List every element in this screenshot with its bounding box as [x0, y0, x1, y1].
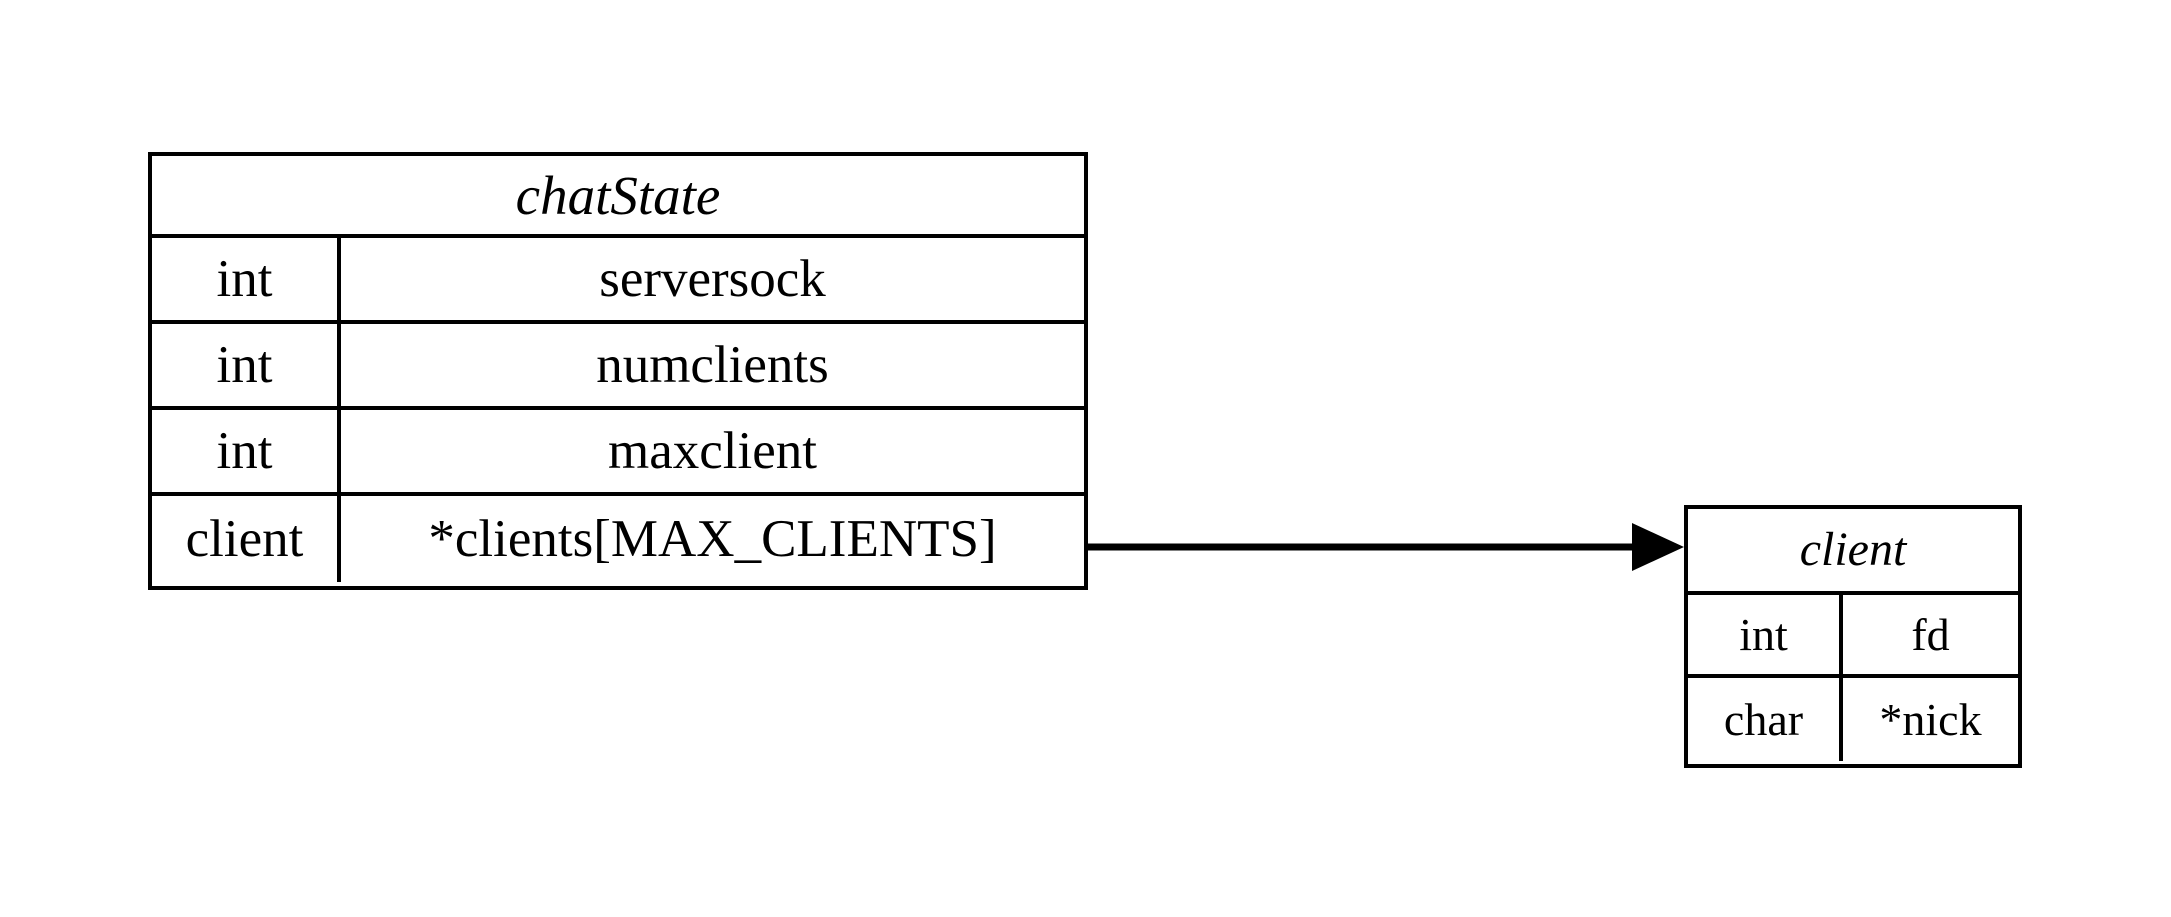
- struct-field-row[interactable]: int numclients: [152, 324, 1084, 410]
- field-name: maxclient: [608, 421, 817, 480]
- field-type: char: [1688, 678, 1843, 761]
- struct-field-row[interactable]: char *nick: [1688, 678, 2018, 761]
- field-type: int: [152, 410, 341, 492]
- struct-title-chatstate: chatState: [152, 156, 1084, 238]
- struct-field-row[interactable]: client *clients[MAX_CLIENTS]: [152, 496, 1084, 582]
- struct-table-client[interactable]: client int fd char *nick: [1684, 505, 2022, 768]
- field-name: numclients: [596, 335, 829, 394]
- struct-field-row[interactable]: int maxclient: [152, 410, 1084, 496]
- struct-table-chatstate[interactable]: chatState int serversock int numclients …: [148, 152, 1088, 590]
- field-type: client: [152, 496, 341, 582]
- struct-field-row[interactable]: int serversock: [152, 238, 1084, 324]
- arrow-head-icon: [1632, 523, 1684, 571]
- field-name: *clients[MAX_CLIENTS]: [428, 509, 997, 568]
- field-name: *nick: [1879, 693, 1982, 745]
- association-arrow: [1088, 523, 1684, 571]
- field-type: int: [152, 324, 341, 406]
- struct-title-client: client: [1688, 509, 2018, 595]
- field-name: fd: [1911, 608, 1950, 660]
- field-name: serversock: [599, 249, 826, 308]
- field-type: int: [1688, 595, 1843, 674]
- field-type: int: [152, 238, 341, 320]
- struct-field-row[interactable]: int fd: [1688, 595, 2018, 678]
